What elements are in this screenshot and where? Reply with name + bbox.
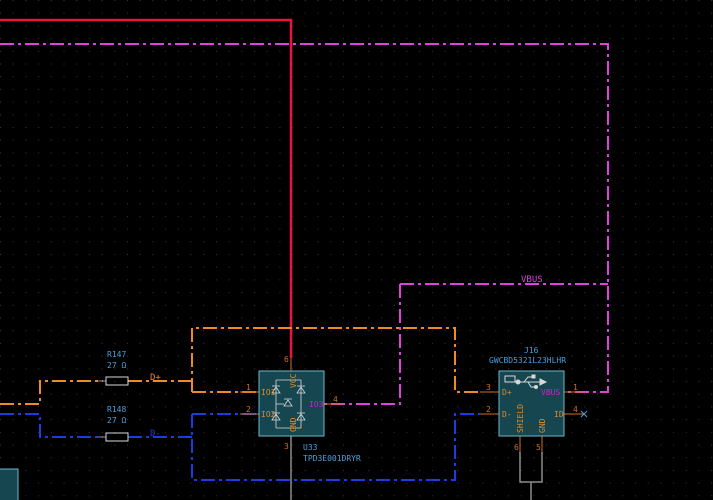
j16-pin-num-3: 3: [486, 383, 491, 392]
usb-icon: [504, 374, 548, 389]
offscreen-component[interactable]: [0, 468, 19, 500]
diode-array-icon: [271, 379, 306, 429]
u33-pin-num-2: 2: [246, 405, 251, 414]
no-connect-icon: [580, 410, 588, 418]
connector-j16[interactable]: D+ D- VBUS ID SHIELD GND 3 2 1 4 6 5 J16…: [480, 346, 588, 500]
dplus-net-label: D+: [150, 373, 161, 383]
j16-pin-shield: SHIELD: [516, 404, 525, 433]
resistor-r148[interactable]: R148 27 Ω: [98, 405, 129, 442]
j16-ref: J16: [524, 346, 539, 355]
j16-pin-num-5: 5: [536, 443, 541, 452]
r148-ref: R148: [107, 405, 126, 414]
u33-pin-vcc: VCC: [289, 373, 298, 388]
j16-pin-id: ID: [554, 410, 564, 419]
j16-pin-vbus: VBUS: [541, 388, 560, 397]
r147-value: 27 Ω: [107, 361, 126, 370]
j16-pin-num-4: 4: [573, 405, 578, 414]
r147-ref: R147: [107, 350, 126, 359]
power-wire[interactable]: [0, 18, 293, 358]
j16-body: [498, 370, 565, 437]
u33-ref: U33: [303, 443, 318, 452]
j16-pin-num-1: 1: [573, 383, 578, 392]
dminus-net-label: D-: [150, 429, 161, 439]
ic-u33[interactable]: IO1 IO2 IO3 VCC GND 1 2 4 6 3 U33 TPD3E0…: [240, 355, 361, 500]
j16-value: GWCBD5321L23HLHR: [489, 356, 566, 365]
j16-pin-dminus: D-: [502, 410, 512, 419]
u33-value: TPD3E001DRYR: [303, 454, 361, 463]
u33-pin-num-3: 3: [284, 442, 289, 451]
j16-pin-num-6: 6: [514, 443, 519, 452]
u33-pin-io1: IO1: [261, 388, 276, 397]
vbus-net-label: VBUS: [521, 275, 543, 285]
u33-pin-num-4: 4: [333, 395, 338, 404]
u33-pin-io2: IO2: [261, 410, 276, 419]
u33-pin-io3: IO3: [309, 400, 324, 409]
resistor-r147[interactable]: R147 27 Ω: [98, 350, 129, 386]
j16-pin-gnd: GND: [538, 418, 547, 433]
vbus-net[interactable]: [0, 43, 609, 405]
u33-pin-num-1: 1: [246, 383, 251, 392]
u33-pin-num-6: 6: [284, 355, 289, 364]
u33-body: [258, 370, 325, 437]
j16-pin-dplus: D+: [502, 388, 512, 397]
dminus-net[interactable]: [0, 413, 480, 481]
r148-value: 27 Ω: [107, 416, 126, 425]
u33-pin-gnd: GND: [289, 417, 298, 432]
j16-pin-num-2: 2: [486, 405, 491, 414]
